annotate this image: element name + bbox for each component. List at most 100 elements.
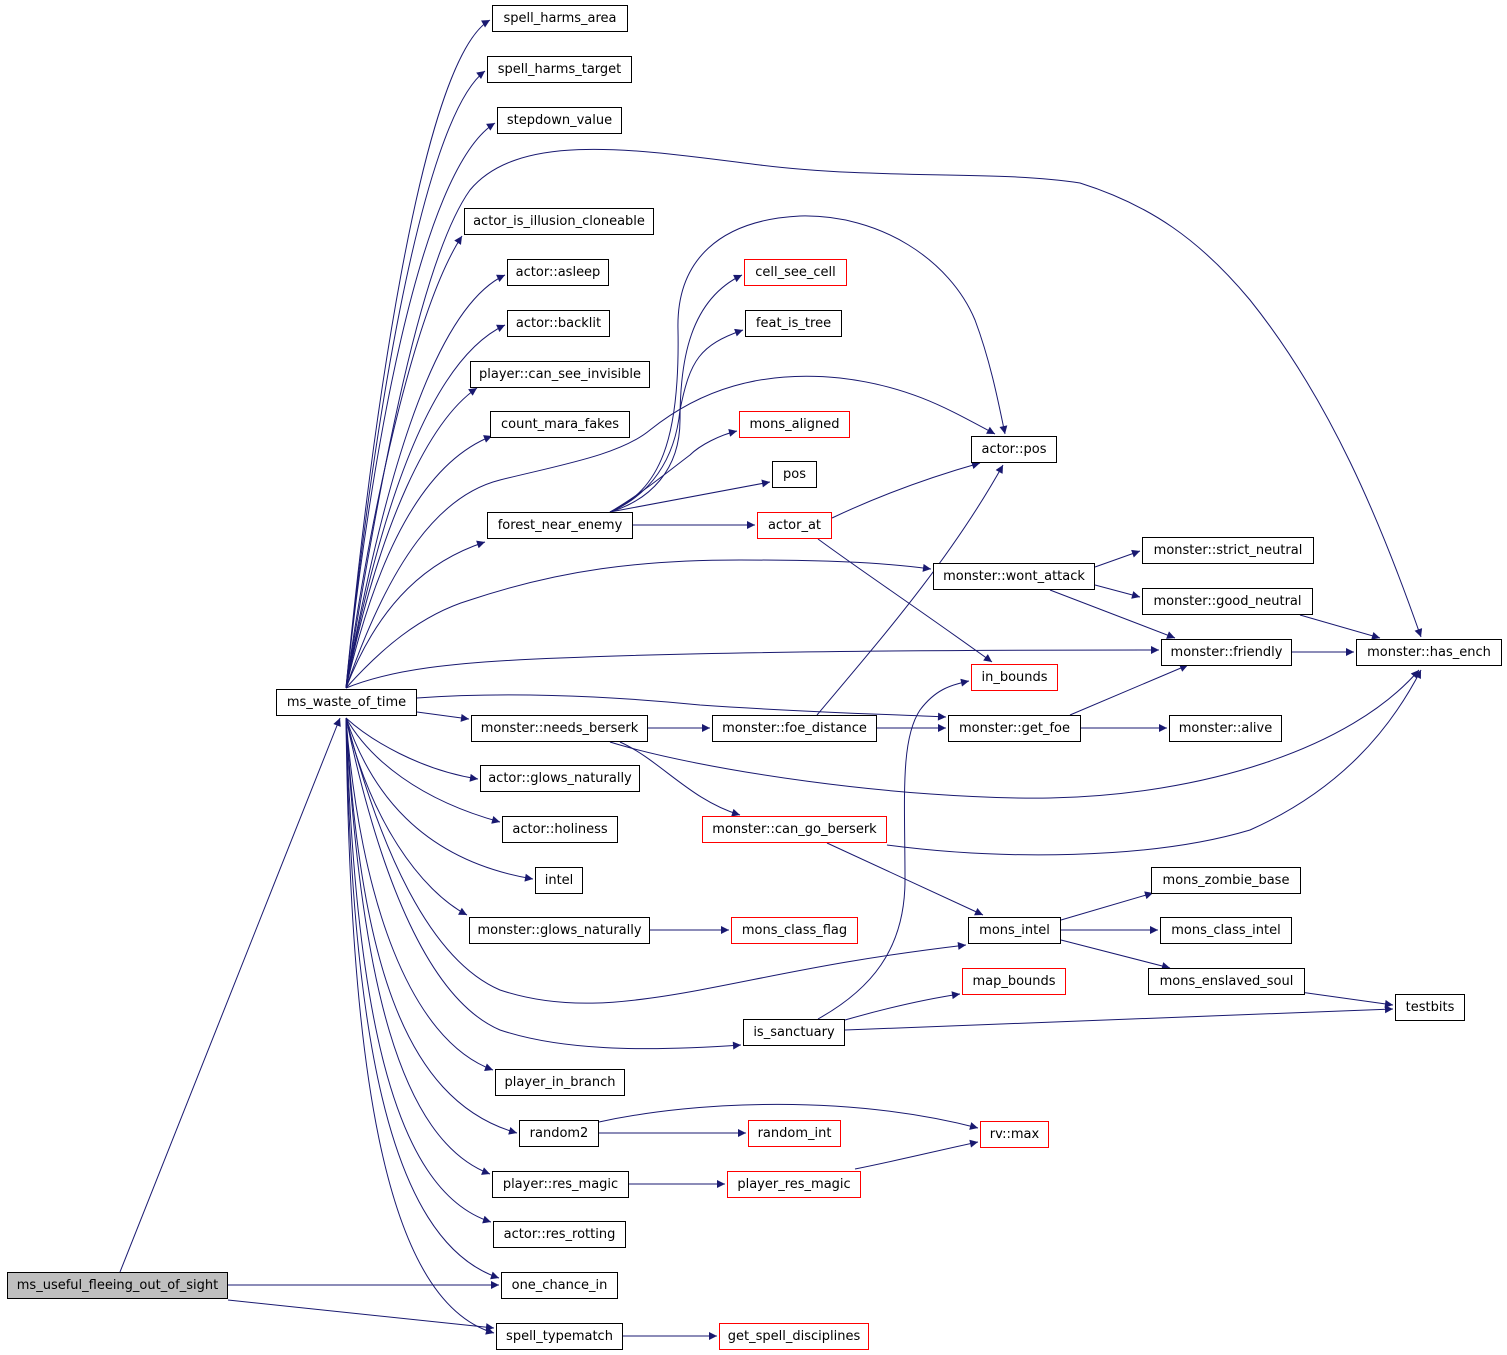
node-spell-harms-area[interactable]: spell_harms_area xyxy=(492,5,628,32)
node-map-bounds[interactable]: map_bounds xyxy=(962,968,1066,995)
node-monster-friendly[interactable]: monster::friendly xyxy=(1161,639,1292,666)
edge-enslaved-soul-to-testbits xyxy=(1299,991,1394,1008)
node-mons-enslaved-soul[interactable]: mons_enslaved_soul xyxy=(1148,968,1305,995)
edge-waste-to-can-see-invisible xyxy=(345,387,478,689)
edge-forest-to-feat-is-tree xyxy=(609,328,744,513)
edge-waste-to-random2 xyxy=(345,717,518,1135)
node-actor-pos[interactable]: actor::pos xyxy=(971,436,1057,463)
node-random-int[interactable]: random_int xyxy=(748,1120,841,1147)
edge-foe-distance-to-actor-pos xyxy=(816,464,1004,716)
node-intel[interactable]: intel xyxy=(535,867,583,894)
edge-actor-at-to-actor-pos xyxy=(831,461,981,519)
node-random2[interactable]: random2 xyxy=(519,1120,599,1147)
edge-waste-to-glows-naturally xyxy=(345,717,479,782)
node-actor-asleep[interactable]: actor::asleep xyxy=(507,259,609,286)
node-actor-backlit[interactable]: actor::backlit xyxy=(507,310,610,337)
edge-waste-to-res-rotting xyxy=(345,717,492,1224)
node-actor-res-rotting[interactable]: actor::res_rotting xyxy=(493,1221,626,1248)
edge-good-neutral-to-has-ench xyxy=(1299,614,1381,640)
node-monster-needs-berserk[interactable]: monster::needs_berserk xyxy=(471,715,648,742)
edge-forest-to-pos xyxy=(609,479,771,513)
edge-is-sanctuary-to-in-bounds xyxy=(817,678,970,1020)
edge-waste-to-spell-harms-target xyxy=(345,70,486,689)
node-ms-waste-of-time[interactable]: ms_waste_of_time xyxy=(276,689,417,716)
node-player-in-branch[interactable]: player_in_branch xyxy=(495,1069,625,1096)
edge-waste-to-count-mara xyxy=(345,435,493,689)
node-mons-aligned[interactable]: mons_aligned xyxy=(739,411,850,438)
edge-random2-to-rv-max xyxy=(598,1103,979,1130)
node-actor-at[interactable]: actor_at xyxy=(757,512,832,539)
edge-mons-intel-to-enslaved-soul xyxy=(1060,939,1171,970)
edge-waste-to-wont-attack xyxy=(345,559,932,689)
node-mons-class-flag[interactable]: mons_class_flag xyxy=(731,917,858,944)
edge-is-sanctuary-to-map-bounds xyxy=(844,991,961,1021)
edge-needs-berserk-to-has-ench xyxy=(609,669,1420,799)
node-rv-max[interactable]: rv::max xyxy=(980,1121,1049,1148)
edge-is-sanctuary-to-testbits xyxy=(844,1005,1394,1031)
node-get-spell-disciplines[interactable]: get_spell_disciplines xyxy=(719,1323,869,1350)
edge-waste-to-needs-berserk xyxy=(416,711,470,722)
node-player-res-magic-fn[interactable]: player_res_magic xyxy=(727,1171,861,1198)
edge-waste-to-spell-harms-area xyxy=(345,19,491,689)
edge-waste-to-spell-typematch xyxy=(345,717,495,1335)
edge-waste-to-asleep xyxy=(345,274,506,689)
node-mons-class-intel[interactable]: mons_class_intel xyxy=(1160,917,1292,944)
node-monster-good-neutral[interactable]: monster::good_neutral xyxy=(1142,588,1313,615)
edge-actor-at-to-in-bounds xyxy=(817,538,993,663)
node-count-mara-fakes[interactable]: count_mara_fakes xyxy=(490,411,630,438)
edge-wont-attack-to-strict-neutral xyxy=(1094,549,1141,568)
edge-waste-to-res-magic xyxy=(345,717,491,1175)
edge-get-foe-to-friendly xyxy=(1069,664,1189,716)
edge-waste-to-friendly xyxy=(345,646,1160,689)
node-monster-strict-neutral[interactable]: monster::strict_neutral xyxy=(1142,537,1314,564)
edge-waste-to-holiness xyxy=(345,717,501,824)
node-monster-wont-attack[interactable]: monster::wont_attack xyxy=(933,563,1095,590)
node-is-sanctuary[interactable]: is_sanctuary xyxy=(743,1019,845,1046)
node-feat-is-tree[interactable]: feat_is_tree xyxy=(745,310,842,337)
edge-waste-to-get-foe xyxy=(416,694,947,721)
node-monster-get-foe[interactable]: monster::get_foe xyxy=(948,715,1081,742)
edge-waste-to-has-ench xyxy=(345,148,1423,689)
node-spell-typematch[interactable]: spell_typematch xyxy=(496,1323,623,1350)
edge-waste-to-backlit xyxy=(345,324,506,689)
node-mons-intel[interactable]: mons_intel xyxy=(968,917,1061,944)
edge-wont-attack-to-good-neutral xyxy=(1094,584,1141,599)
node-one-chance-in[interactable]: one_chance_in xyxy=(501,1272,618,1299)
edge-wont-attack-to-friendly xyxy=(1049,589,1176,639)
edge-waste-to-is-sanctuary xyxy=(345,717,742,1050)
node-spell-harms-target[interactable]: spell_harms_target xyxy=(487,56,632,83)
node-cell-see-cell[interactable]: cell_see_cell xyxy=(744,259,847,286)
edge-waste-to-illusion xyxy=(345,235,463,689)
node-actor-holiness[interactable]: actor::holiness xyxy=(502,816,618,843)
edge-waste-to-intel xyxy=(345,717,534,882)
node-in-bounds[interactable]: in_bounds xyxy=(971,664,1058,691)
edge-can-go-berserk-to-has-ench xyxy=(886,669,1422,856)
node-player-can-see-invisible[interactable]: player::can_see_invisible xyxy=(470,361,650,388)
edge-ms-useful-to-waste xyxy=(119,717,341,1273)
node-actor-glows-naturally[interactable]: actor::glows_naturally xyxy=(480,765,640,792)
edge-waste-to-one-chance xyxy=(345,717,500,1280)
node-stepdown-value[interactable]: stepdown_value xyxy=(497,107,622,134)
edge-mons-intel-to-zombie-base xyxy=(1060,891,1154,921)
edge-forest-to-actor-pos xyxy=(609,215,1008,513)
node-mons-zombie-base[interactable]: mons_zombie_base xyxy=(1151,867,1301,894)
node-monster-foe-distance[interactable]: monster::foe_distance xyxy=(712,715,877,742)
edge-waste-to-mons-intel xyxy=(345,717,967,1004)
node-monster-alive[interactable]: monster::alive xyxy=(1169,715,1282,742)
node-monster-can-go-berserk[interactable]: monster::can_go_berserk xyxy=(702,816,887,843)
edge-waste-to-forest xyxy=(345,540,486,689)
node-ms-useful-fleeing-out-of-sight[interactable]: ms_useful_fleeing_out_of_sight xyxy=(7,1272,228,1299)
node-player-res-magic[interactable]: player::res_magic xyxy=(492,1171,629,1198)
node-testbits[interactable]: testbits xyxy=(1395,994,1465,1021)
node-actor-is-illusion-cloneable[interactable]: actor_is_illusion_cloneable xyxy=(464,208,654,235)
edge-waste-to-player-in-branch xyxy=(345,717,494,1072)
node-monster-has-ench[interactable]: monster::has_ench xyxy=(1356,639,1502,666)
edge-forest-to-cell-see-cell xyxy=(609,274,743,513)
node-monster-glows-naturally[interactable]: monster::glows_naturally xyxy=(469,917,650,944)
node-pos[interactable]: pos xyxy=(772,461,817,488)
edge-waste-to-stepdown xyxy=(345,122,496,689)
edge-player-res-magic-to-rv-max xyxy=(854,1139,979,1170)
node-forest-near-enemy[interactable]: forest_near_enemy xyxy=(487,512,633,539)
